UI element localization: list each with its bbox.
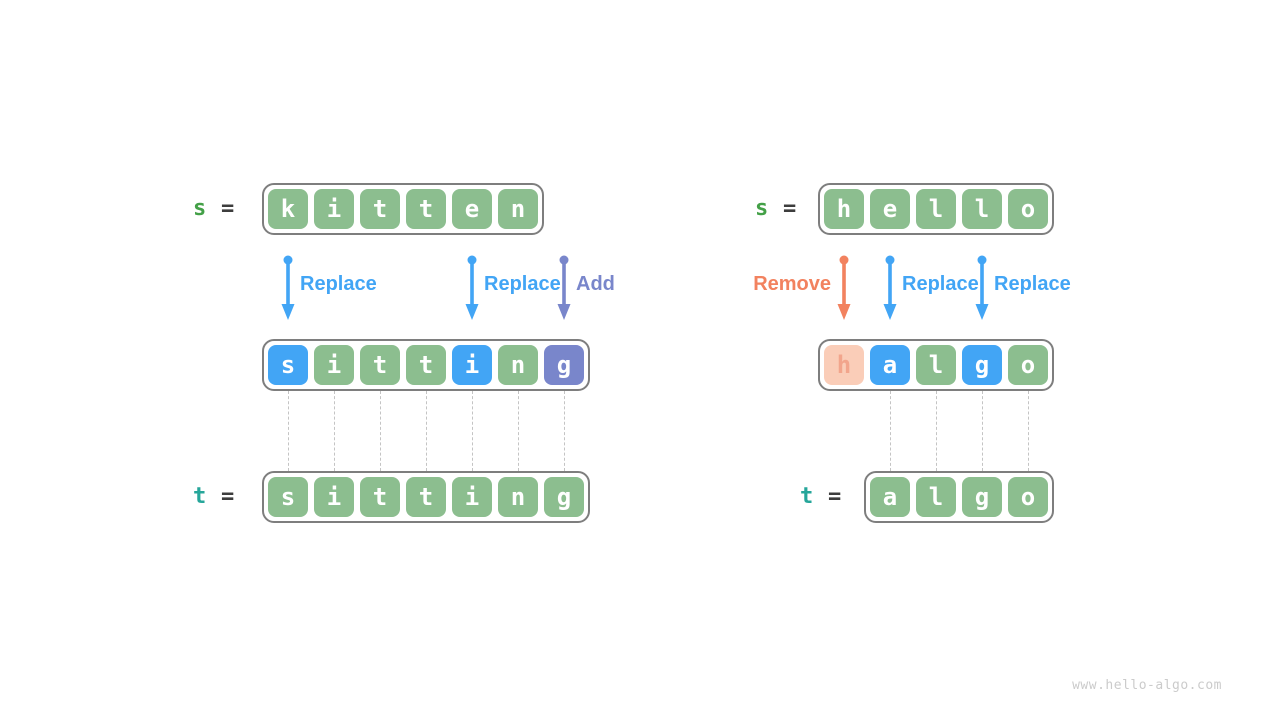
char-cell-i: i [314, 189, 354, 229]
char-cell-t: t [360, 189, 400, 229]
char-cell-h: h [824, 345, 864, 385]
char-cell-a: a [870, 345, 910, 385]
arrow-down-icon [464, 255, 480, 321]
mapping-dashed-line [889, 391, 891, 471]
char-cell-n: n [498, 189, 538, 229]
char-cell-g: g [544, 477, 584, 517]
char-cell-l: l [962, 189, 1002, 229]
operation-label: Remove [753, 273, 831, 295]
char-cell-t: t [406, 477, 446, 517]
char-cell-i: i [314, 477, 354, 517]
char-cell-t: t [360, 477, 400, 517]
equals-sign: = [221, 196, 235, 221]
target-variable-label: t [193, 484, 207, 509]
arrow-down-icon [556, 255, 572, 321]
char-cell-k: k [268, 189, 308, 229]
operation-label: Replace [994, 273, 1071, 295]
source-variable-label: s [193, 196, 207, 221]
char-cell-n: n [498, 345, 538, 385]
char-cell-n: n [498, 477, 538, 517]
char-cell-i: i [452, 345, 492, 385]
char-cell-o: o [1008, 189, 1048, 229]
char-cell-o: o [1008, 345, 1048, 385]
mapping-dashed-line [935, 391, 937, 471]
char-cell-l: l [916, 345, 956, 385]
mapping-dashed-line [517, 391, 519, 471]
arrow-down-icon [836, 255, 852, 321]
arrow-down-icon [882, 255, 898, 321]
equals-sign: = [828, 484, 842, 509]
arrow-down-icon [974, 255, 990, 321]
mapping-dashed-line [379, 391, 381, 471]
mapping-dashed-line [333, 391, 335, 471]
operation-label: Add [576, 273, 615, 295]
mapping-dashed-line [981, 391, 983, 471]
operation-label: Replace [300, 273, 377, 295]
mapping-dashed-line [287, 391, 289, 471]
char-cell-l: l [916, 189, 956, 229]
char-cell-s: s [268, 477, 308, 517]
equals-sign: = [783, 196, 797, 221]
operation-label: Replace [902, 273, 979, 295]
operation-label: Replace [484, 273, 561, 295]
mapping-dashed-line [1027, 391, 1029, 471]
char-cell-h: h [824, 189, 864, 229]
char-cell-e: e [452, 189, 492, 229]
char-cell-g: g [544, 345, 584, 385]
char-cell-t: t [406, 345, 446, 385]
mapping-dashed-line [471, 391, 473, 471]
char-cell-g: g [962, 345, 1002, 385]
source-variable-label: s [755, 196, 769, 221]
char-cell-l: l [916, 477, 956, 517]
char-cell-g: g [962, 477, 1002, 517]
arrow-down-icon [280, 255, 296, 321]
watermark: www.hello-algo.com [1072, 678, 1222, 693]
equals-sign: = [221, 484, 235, 509]
mapping-dashed-line [425, 391, 427, 471]
mapping-dashed-line [563, 391, 565, 471]
char-cell-s: s [268, 345, 308, 385]
char-cell-i: i [452, 477, 492, 517]
char-cell-o: o [1008, 477, 1048, 517]
char-cell-i: i [314, 345, 354, 385]
char-cell-t: t [406, 189, 446, 229]
char-cell-a: a [870, 477, 910, 517]
char-cell-t: t [360, 345, 400, 385]
target-variable-label: t [800, 484, 814, 509]
char-cell-e: e [870, 189, 910, 229]
